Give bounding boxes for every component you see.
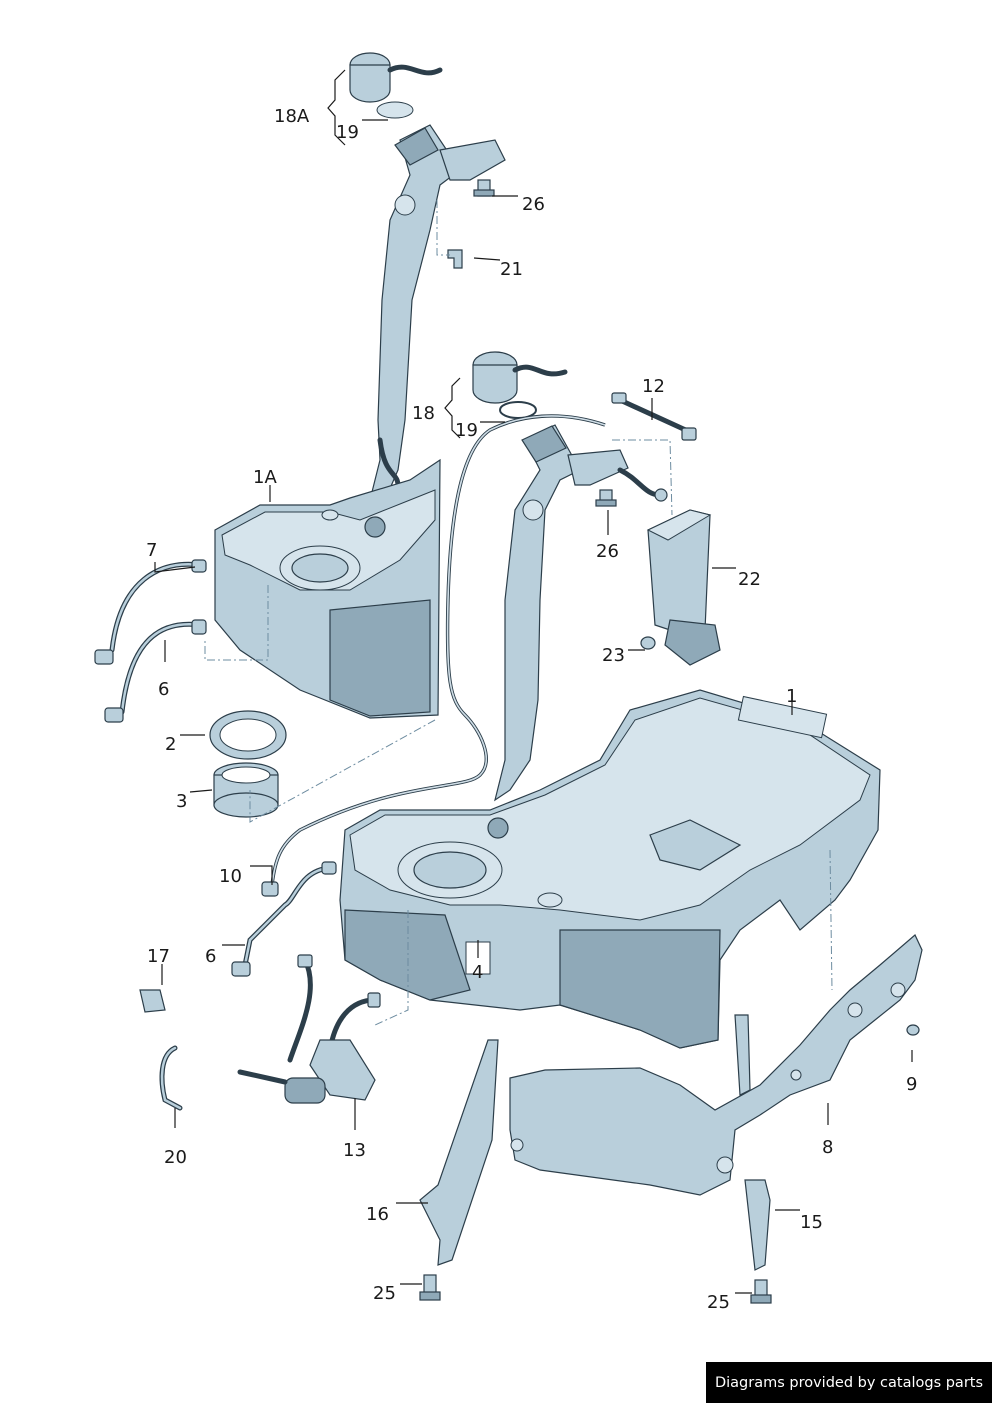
callout-labels: 18A 19 26 21 1A 7 6 2 3 12 18 19 26 22 2… [146,106,917,1313]
callout-19-lower: 19 [455,420,478,441]
bolt-25-right [750,1279,772,1304]
callout-21: 21 [500,259,523,280]
sensor-12 [611,392,697,441]
callout-3: 3 [176,791,187,812]
lower-fuel-cap [472,351,568,419]
fuel-pump-13 [237,954,381,1104]
callout-18: 18 [412,403,435,424]
nut-23 [640,636,656,650]
callout-8: 8 [822,1137,833,1158]
callout-26-upper: 26 [522,194,545,215]
fuel-tank-1 [339,689,881,1049]
lower-filler-neck [494,424,629,802]
callout-4: 4 [472,962,483,983]
leader-lines [154,69,913,1294]
callout-26-lower: 26 [596,541,619,562]
locking-ring-2 [209,710,287,760]
callout-25-left: 25 [373,1283,396,1304]
callout-25-right: 25 [707,1292,730,1313]
callout-15: 15 [800,1212,823,1233]
lower-bolt-26 [595,489,617,507]
callout-19-upper: 19 [336,122,359,143]
hose-6-lower [231,861,337,977]
nut-9 [906,1024,920,1036]
callout-12: 12 [642,376,665,397]
callout-16: 16 [366,1204,389,1225]
callout-2: 2 [165,734,176,755]
callout-7: 7 [146,540,157,561]
hose-6-upper [104,619,207,723]
charcoal-canister-22 [617,467,721,666]
callout-18A: 18A [274,106,310,127]
hose-7 [94,559,207,665]
callout-22: 22 [738,569,761,590]
callout-13: 13 [343,1140,366,1161]
clip-17 [139,989,166,1013]
heat-shield-8 [509,934,923,1196]
callout-20: 20 [164,1147,187,1168]
strap-16 [419,1039,499,1266]
callout-6-lower: 6 [205,946,216,967]
seal-3 [213,762,279,818]
assembly-lines [204,200,833,1026]
callout-1A: 1A [253,467,277,488]
hose-20 [159,1045,183,1111]
callout-1: 1 [786,686,797,707]
upper-fuel-cap [349,52,443,119]
callout-6-upper: 6 [158,679,169,700]
upper-clip-21 [447,249,463,269]
bolt-25-left [419,1274,441,1301]
fuel-tank-1A [214,458,441,719]
callout-10: 10 [219,866,242,887]
vent-line [261,414,606,897]
upper-bolt-26 [473,179,495,197]
callout-9: 9 [906,1074,917,1095]
strap-15 [734,1014,771,1271]
callout-17: 17 [147,946,170,967]
callout-23: 23 [602,645,625,666]
credit-banner: Diagrams provided by catalogs parts [706,1362,992,1403]
